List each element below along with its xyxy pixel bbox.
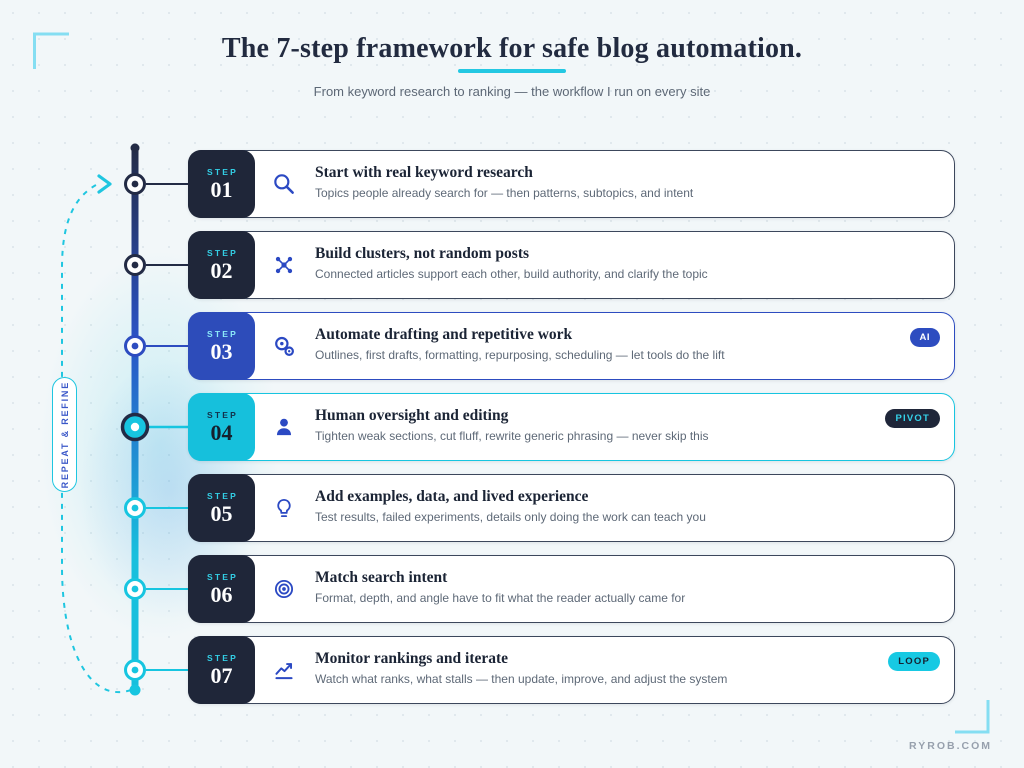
- step-badge: STEP 02: [188, 231, 255, 299]
- timeline-node: [131, 180, 139, 188]
- step-number: 01: [210, 177, 233, 202]
- top-left-bracket-icon: [33, 32, 69, 69]
- card-description: Format, depth, and angle have to fit wha…: [315, 591, 686, 605]
- timeline-node: [130, 422, 140, 432]
- step-badge: STEP 01: [188, 150, 255, 218]
- card-description: Tighten weak sections, cut fluff, rewrit…: [315, 429, 709, 443]
- card-description: Topics people already search for — then …: [315, 186, 694, 200]
- timeline-node: [131, 666, 139, 674]
- card-title: Match search intent: [315, 569, 448, 586]
- step-label: STEP: [206, 572, 238, 582]
- step-card: STEP 02 Build clusters, not random posts…: [188, 231, 955, 299]
- cluster-icon: [269, 232, 299, 298]
- timeline-node: [131, 585, 139, 593]
- step-badge: STEP 03: [188, 312, 255, 380]
- card-title: Automate drafting and repetitive work: [315, 326, 573, 343]
- person-icon: [269, 394, 299, 460]
- card-description: Watch what ranks, what stalls — then upd…: [315, 672, 728, 686]
- repeat-refine-label: REPEAT & REFINE: [52, 377, 77, 492]
- tag-pill: AI: [909, 328, 940, 347]
- step-badge: STEP 05: [188, 474, 255, 542]
- card-description: Test results, failed experiments, detail…: [315, 510, 706, 524]
- step-badge: STEP 04: [188, 393, 255, 461]
- card-description: Connected articles support each other, b…: [315, 267, 708, 281]
- timeline-node: [131, 342, 139, 350]
- card-title: Human oversight and editing: [315, 407, 509, 424]
- step-card: STEP 04 Human oversight and editing Tigh…: [188, 393, 955, 461]
- step-card: STEP 07 Monitor rankings and iterate Wat…: [188, 636, 955, 704]
- step-number: 04: [210, 420, 233, 445]
- step-card: STEP 01 Start with real keyword research…: [188, 150, 955, 218]
- page-subtitle: From keyword research to ranking — the w…: [313, 84, 711, 99]
- step-number: 06: [210, 582, 233, 607]
- step-number: 03: [210, 339, 233, 364]
- card-title: Build clusters, not random posts: [315, 245, 530, 262]
- card-description: Outlines, first drafts, formatting, repu…: [315, 348, 725, 362]
- timeline-end-dot: [129, 684, 141, 696]
- card-title: Start with real keyword research: [315, 164, 533, 181]
- search-icon: [269, 151, 299, 217]
- step-label: STEP: [206, 167, 238, 177]
- step-card: STEP 03 Automate drafting and repetitive…: [188, 312, 955, 380]
- step-badge: STEP 06: [188, 555, 255, 623]
- card-title: Add examples, data, and lived experience: [315, 488, 589, 505]
- step-number: 05: [210, 501, 233, 526]
- trend-chart-icon: [269, 637, 299, 703]
- step-number: 02: [210, 258, 233, 283]
- step-badge: STEP 07: [188, 636, 255, 704]
- repeat-loop-arrowhead-icon: [97, 174, 112, 194]
- tag-pill: PIVOT: [885, 409, 940, 428]
- step-label: STEP: [206, 653, 238, 663]
- step-label: STEP: [206, 491, 238, 501]
- gears-icon: [269, 313, 299, 379]
- tag-pill: LOOP: [888, 652, 940, 671]
- lightbulb-icon: [269, 475, 299, 541]
- step-label: STEP: [206, 248, 238, 258]
- target-icon: [269, 556, 299, 622]
- page-title: The 7-step framework for safe blog autom…: [221, 33, 803, 64]
- step-label: STEP: [206, 410, 238, 420]
- step-card: STEP 05 Add examples, data, and lived ex…: [188, 474, 955, 542]
- footer-brand: RYROB.COM: [909, 740, 992, 752]
- step-label: STEP: [206, 329, 238, 339]
- step-number: 07: [210, 663, 233, 688]
- timeline-start-dot: [130, 143, 140, 153]
- card-title: Monitor rankings and iterate: [315, 650, 509, 667]
- timeline-node: [131, 261, 139, 269]
- bottom-right-bracket-icon: [955, 700, 990, 734]
- step-card: STEP 06 Match search intent Format, dept…: [188, 555, 955, 623]
- title-underline: [458, 69, 566, 73]
- timeline-node: [131, 504, 139, 512]
